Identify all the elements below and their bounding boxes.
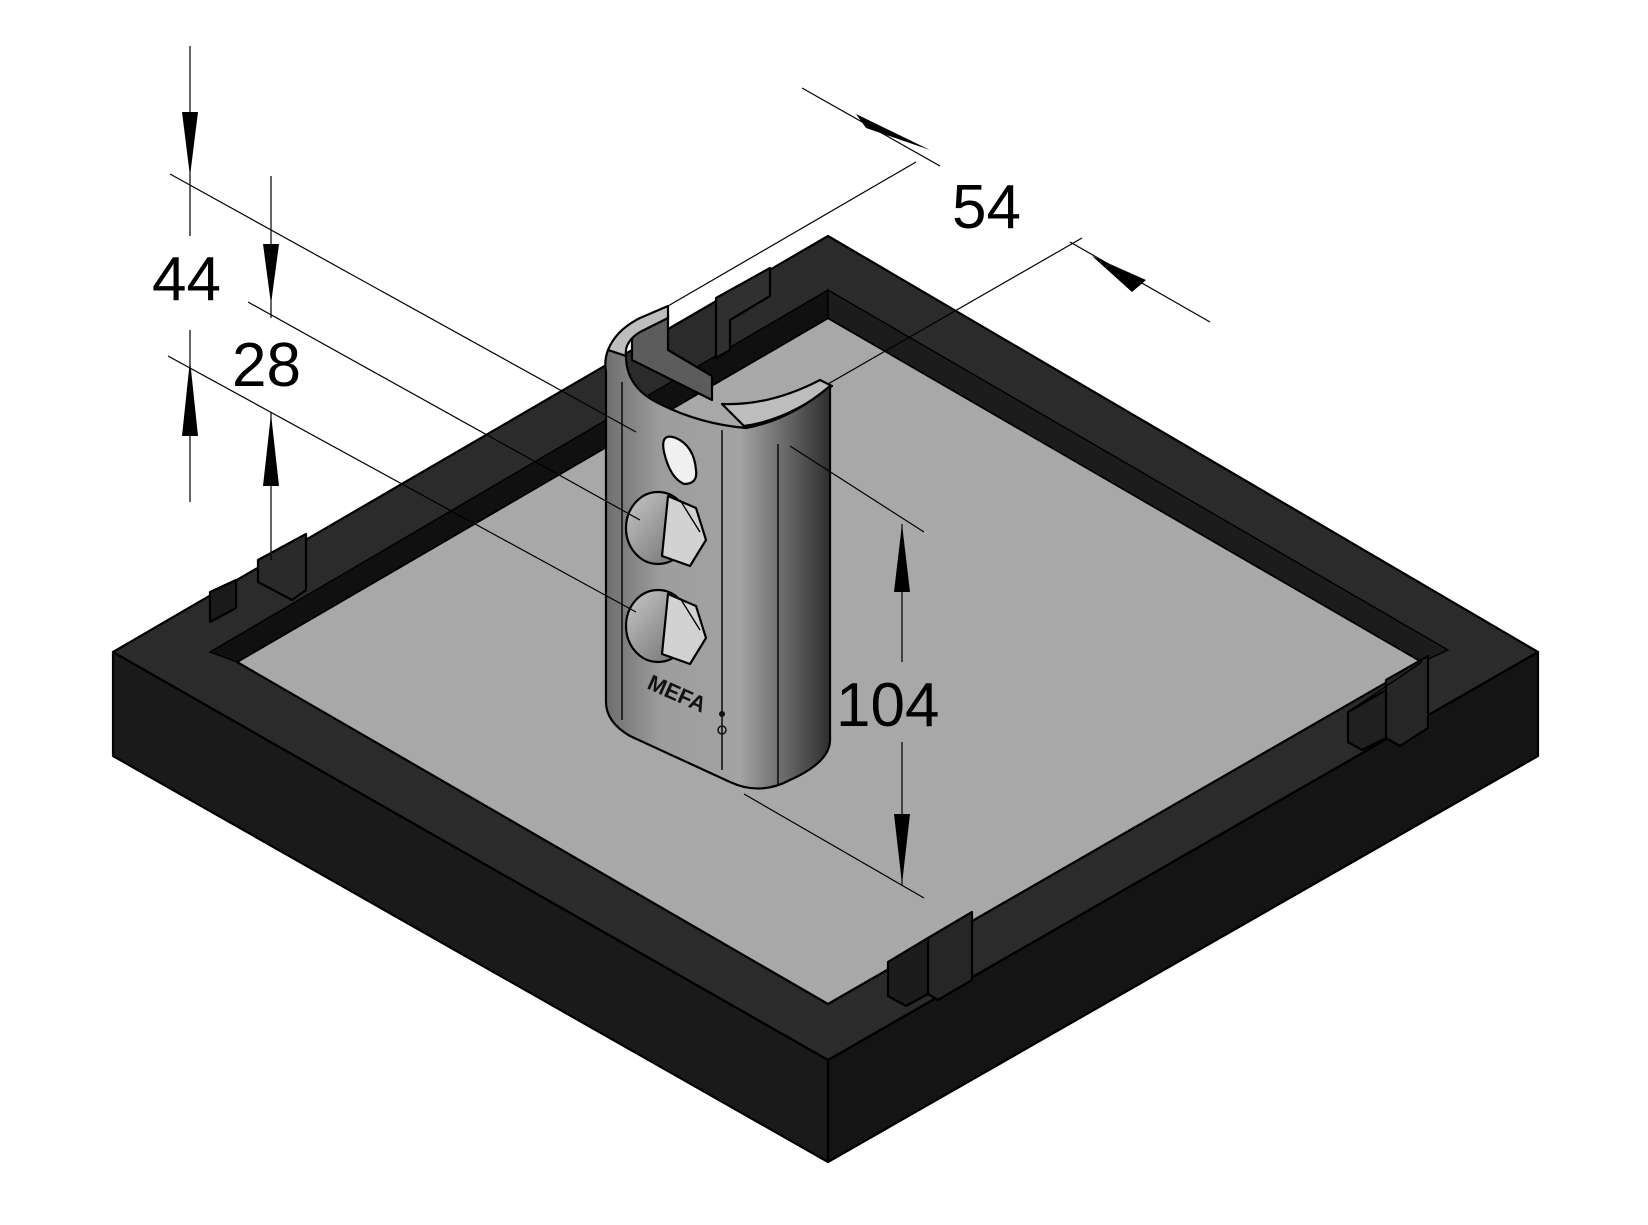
brand-mark-dot-1 bbox=[719, 711, 725, 717]
upper-bolt bbox=[624, 490, 708, 568]
ext-104-top bbox=[789, 445, 925, 533]
dim-104-arrow-up bbox=[894, 524, 910, 592]
dim-54-label: 54 bbox=[952, 173, 1021, 242]
dim-44-arrow-up bbox=[182, 360, 198, 436]
dim-104-arrow-down bbox=[894, 814, 910, 884]
ext-top-28 bbox=[247, 301, 641, 521]
notch-block-back-left bbox=[714, 266, 772, 360]
notch-block-front-2 bbox=[886, 936, 930, 1008]
dim-bracket-height: 104 bbox=[743, 445, 939, 899]
bracket-body bbox=[604, 348, 832, 790]
ext-104-bottom bbox=[743, 793, 925, 899]
dim-28-arrow-up bbox=[263, 414, 279, 486]
bracket-top-lip-right bbox=[720, 378, 834, 428]
lower-bolt-hex bbox=[660, 592, 708, 666]
lower-bolt bbox=[624, 588, 708, 666]
ext-top-44 bbox=[169, 173, 637, 433]
ext-bottom-28 bbox=[167, 355, 637, 613]
dim-104-label: 104 bbox=[836, 671, 939, 740]
notch-block-left-outer bbox=[208, 578, 238, 624]
bracket-top-lip bbox=[606, 304, 670, 358]
bracket: MEFA bbox=[604, 304, 834, 790]
notch-block-left bbox=[256, 532, 308, 602]
notch-block-right-2 bbox=[1346, 688, 1388, 752]
dim-54-arrow-lower bbox=[1092, 256, 1146, 292]
upper-bolt-hex-edge bbox=[679, 499, 701, 533]
ext-54-right bbox=[827, 237, 1083, 385]
dim-heights: 44 28 bbox=[152, 46, 641, 613]
ext-54-left bbox=[667, 161, 917, 307]
dim-28-label: 28 bbox=[232, 331, 301, 400]
bracket-slot bbox=[662, 435, 698, 486]
dim-44-arrow-down bbox=[182, 112, 198, 176]
dim-28-arrow-down bbox=[263, 244, 279, 304]
right-rim-edge bbox=[1347, 661, 1423, 713]
dim-width: 54 bbox=[667, 87, 1211, 385]
lower-bolt-hex-edge bbox=[679, 597, 701, 631]
rim-back-right bbox=[827, 288, 1450, 663]
brand-mark-dot-2 bbox=[717, 725, 727, 735]
dim-44-label: 44 bbox=[152, 245, 221, 314]
front-rim-edge bbox=[827, 969, 889, 1005]
dim-54-arrow-upper bbox=[856, 114, 930, 150]
upper-bolt-hex bbox=[660, 494, 708, 568]
